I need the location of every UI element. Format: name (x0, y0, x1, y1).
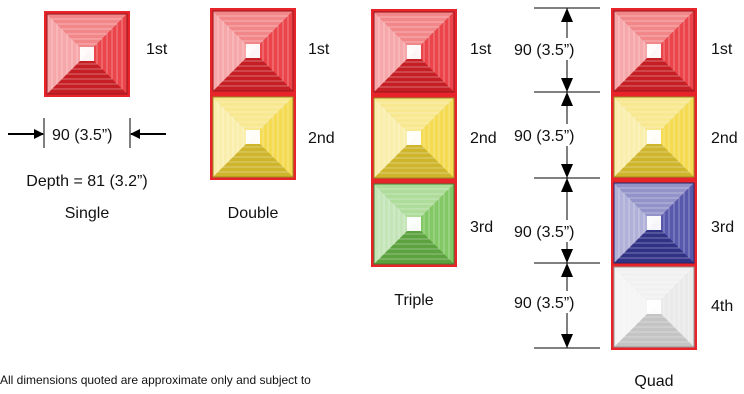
triple-label-1st: 1st (470, 41, 492, 58)
quad-dimension-3: 90 (3.5”) (514, 224, 574, 241)
single-depth: Depth = 81 (3.2”) (26, 173, 147, 190)
double-lens-1 (210, 8, 296, 94)
quad-lens-2 (611, 94, 697, 180)
quad-label-3rd: 3rd (711, 219, 734, 236)
triple-lens-1 (371, 9, 457, 95)
quad-lens-3 (611, 180, 697, 266)
quad-label-1st: 1st (711, 41, 733, 58)
double-label-1st: 1st (308, 41, 330, 58)
quad-label-2nd: 2nd (711, 130, 738, 147)
quad-label-4th: 4th (711, 298, 733, 315)
single-lens-1 (44, 11, 130, 97)
quad-dimension-1: 90 (3.5”) (514, 42, 574, 59)
triple-label-3rd: 3rd (470, 219, 493, 236)
triple-lens-3 (371, 181, 457, 267)
quad-lens-4 (611, 264, 697, 350)
quad-lens-1 (611, 8, 697, 94)
double-caption: Double (228, 205, 279, 222)
quad-dimension-2: 90 (3.5”) (514, 128, 574, 145)
single-label-1st: 1st (146, 41, 168, 58)
quad-dimension-4: 90 (3.5”) (514, 295, 574, 312)
triple-caption: Triple (394, 292, 434, 309)
footnote: All dimensions quoted are approximate on… (0, 373, 311, 387)
single-width-dimension: 90 (3.5”) (52, 127, 112, 144)
triple-label-2nd: 2nd (470, 130, 497, 147)
single-caption: Single (65, 205, 110, 222)
quad-caption: Quad (634, 373, 673, 390)
double-lens-2 (210, 94, 296, 180)
double-label-2nd: 2nd (308, 130, 335, 147)
triple-lens-2 (371, 95, 457, 181)
